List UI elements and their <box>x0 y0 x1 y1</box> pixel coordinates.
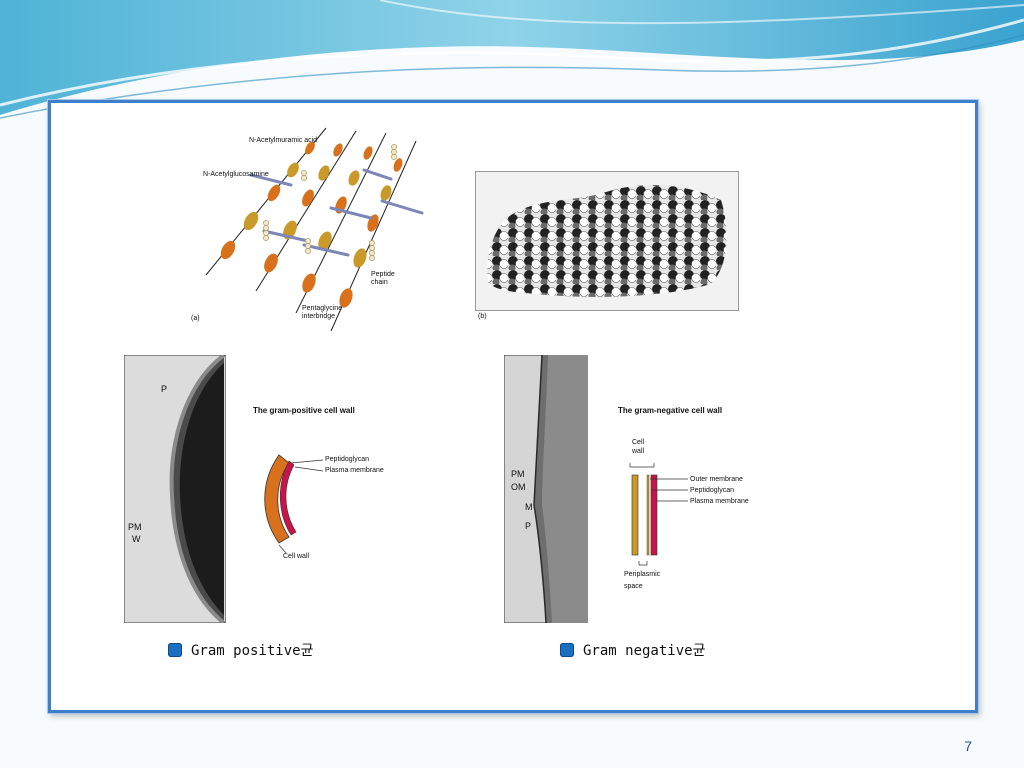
space-filling-model-image <box>475 171 739 311</box>
caption-gram-negative-text: Gram negative균 <box>583 643 706 659</box>
gram-negative-diagram: The gram-negative cell wall Cell wall Ou… <box>616 405 816 595</box>
label-plasma-membrane: Plasma membrane <box>690 498 749 505</box>
label-peptide-chain: Peptide chain <box>371 271 395 286</box>
gram-positive-micrograph-image <box>123 353 227 625</box>
label-periplasmic-space-top: Periplasmic <box>624 571 661 578</box>
micro-label-pm: PM <box>128 522 142 532</box>
gram-positive-diagram: The gram-positive cell wall Peptidoglyca… <box>251 405 411 570</box>
gram-positive-wall-diagram <box>264 454 324 554</box>
bullet-icon <box>168 643 182 657</box>
label-n-acetylglucosamine: N-Acetylglucosamine <box>203 171 269 178</box>
caption-gram-negative: Gram negative균 <box>560 640 705 660</box>
label-cell-wall-bottom: wall <box>632 448 645 455</box>
caption-gram-positive: Gram positive균 <box>168 640 313 660</box>
micro-label-p: P <box>161 384 168 394</box>
gram-negative-micrograph-image <box>503 354 589 624</box>
micro-label-om: OM <box>511 482 526 492</box>
gram-negative-wall-diagram <box>629 463 688 566</box>
space-filling-model-figure: (b) <box>475 171 739 323</box>
peptidoglycan-diagram <box>205 127 424 332</box>
micro-label-w: W <box>132 534 141 544</box>
label-peptidoglycan: Peptidoglycan <box>690 487 734 494</box>
panel-label-a: (a) <box>191 315 200 322</box>
label-n-acetylmuramic-acid: N-Acetylmuramic acid <box>249 137 318 144</box>
page-number: 7 <box>964 738 972 754</box>
panel-label-b: (b) <box>478 313 487 320</box>
label-cell-wall-top: Cell <box>632 439 645 446</box>
micro-label-m: M <box>525 502 533 512</box>
label-outer-membrane: Outer membrane <box>690 476 743 483</box>
bullet-icon <box>560 643 574 657</box>
background-wave-banner <box>0 0 1024 119</box>
label-peptidoglycan: Peptidoglycan <box>325 456 369 463</box>
gram-negative-micrograph: PM OM M P <box>503 354 589 624</box>
gram-positive-title: The gram-positive cell wall <box>253 406 355 415</box>
peptidoglycan-structure-figure: N-Acetylmuramic acid N-Acetylglucosamine… <box>186 123 436 335</box>
gram-negative-title: The gram-negative cell wall <box>618 406 723 415</box>
content-card: N-Acetylmuramic acid N-Acetylglucosamine… <box>48 100 978 713</box>
caption-gram-positive-text: Gram positive균 <box>191 643 314 659</box>
label-cell-wall: Cell wall <box>283 553 310 560</box>
gram-positive-micrograph: P PM W <box>123 353 227 625</box>
micro-label-p: P <box>525 521 532 531</box>
label-pentaglycine-interbridge: Pentaglycine interbridge <box>302 305 343 320</box>
micro-label-pm: PM <box>511 469 525 479</box>
label-plasma-membrane: Plasma membrane <box>325 467 384 474</box>
label-periplasmic-space-bottom: space <box>624 583 643 590</box>
